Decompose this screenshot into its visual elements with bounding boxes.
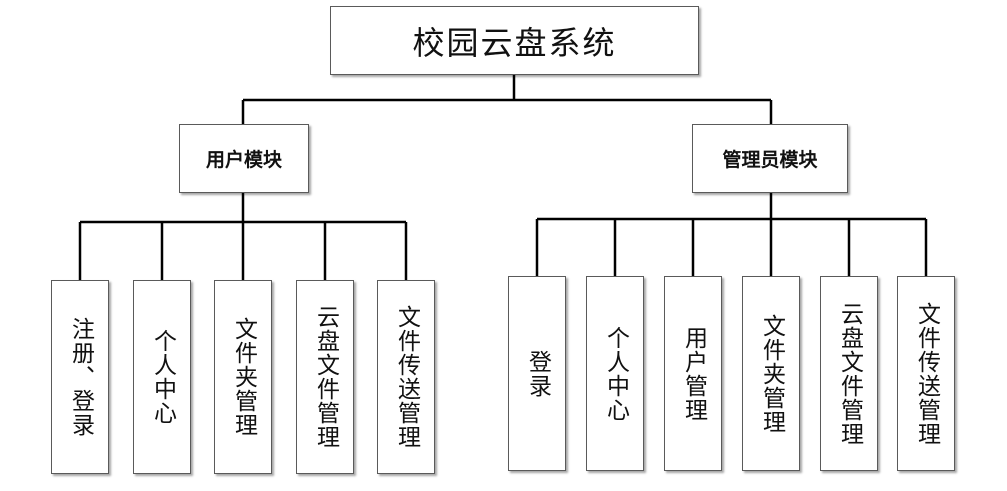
leaf-label: 个人中心 bbox=[149, 329, 176, 425]
leaf-label: 文件传送管理 bbox=[393, 305, 420, 449]
leaf-label: 用户管理 bbox=[680, 325, 707, 422]
admin-module-node: 管理员模块 bbox=[692, 124, 848, 193]
leaf-label: 个人中心 bbox=[602, 325, 629, 422]
user-leaf-register-login: 注册、登录 bbox=[51, 280, 109, 474]
root-node: 校园云盘系统 bbox=[330, 6, 699, 75]
leaf-label: 云盘文件管理 bbox=[836, 301, 863, 446]
user-leaf-cloud-file-management: 云盘文件管理 bbox=[296, 280, 354, 474]
admin-leaf-file-transfer-management: 文件传送管理 bbox=[897, 276, 955, 471]
admin-leaf-personal-center: 个人中心 bbox=[586, 276, 644, 471]
leaf-label: 文件夹管理 bbox=[230, 317, 257, 437]
leaf-label: 文件传送管理 bbox=[913, 301, 940, 446]
admin-leaf-folder-management: 文件夹管理 bbox=[742, 276, 800, 471]
root-label: 校园云盘系统 bbox=[412, 23, 617, 62]
user-module-node: 用户模块 bbox=[179, 124, 309, 193]
leaf-label: 文件夹管理 bbox=[758, 313, 785, 434]
user-leaf-file-transfer-management: 文件传送管理 bbox=[377, 280, 435, 474]
admin-module-label: 管理员模块 bbox=[722, 149, 818, 171]
admin-leaf-login: 登录 bbox=[508, 276, 566, 471]
leaf-label: 云盘文件管理 bbox=[312, 305, 339, 449]
leaf-label: 注册、登录 bbox=[67, 317, 94, 437]
user-leaf-folder-management: 文件夹管理 bbox=[214, 280, 272, 474]
leaf-label: 登录 bbox=[524, 349, 551, 398]
user-module-label: 用户模块 bbox=[205, 149, 282, 171]
admin-leaf-cloud-file-management: 云盘文件管理 bbox=[820, 276, 878, 471]
admin-leaf-user-management: 用户管理 bbox=[664, 276, 722, 471]
user-leaf-personal-center: 个人中心 bbox=[133, 280, 191, 474]
